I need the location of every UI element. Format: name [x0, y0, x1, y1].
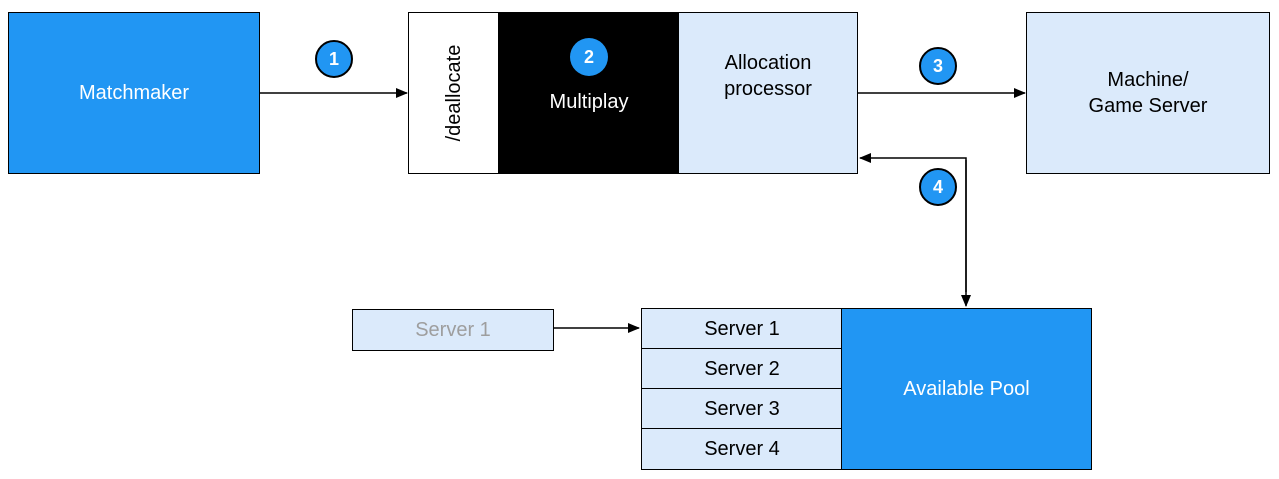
- incoming-server-box: Server 1: [352, 309, 554, 351]
- step-number: 4: [932, 176, 943, 197]
- pool-server-label: Server 1: [704, 318, 780, 340]
- pool-server-item: Server 1: [641, 308, 843, 350]
- allocation-processor-box: Allocation processor: [678, 12, 858, 174]
- deallocate-endpoint-box: /deallocate: [408, 12, 500, 174]
- step-badge-4: 4: [919, 168, 957, 206]
- machine-game-server-box: Machine/ Game Server: [1026, 12, 1270, 174]
- deallocate-label: /deallocate: [443, 44, 465, 142]
- pool-server-label: Server 3: [704, 398, 780, 420]
- pool-server-item: Server 3: [641, 388, 843, 430]
- pool-server-label: Server 2: [704, 358, 780, 380]
- matchmaker-label: Matchmaker: [78, 82, 190, 104]
- multiplay-label: Multiplay: [549, 91, 629, 113]
- step-number: 2: [583, 46, 594, 67]
- step-badge-1: 1: [315, 40, 353, 78]
- pool-server-item: Server 4: [641, 428, 843, 470]
- allocation-processor-label: Allocation processor: [724, 52, 812, 100]
- available-pool-box: Available Pool: [841, 308, 1092, 470]
- pool-server-label: Server 4: [704, 438, 780, 460]
- step-number: 3: [932, 55, 943, 76]
- step-badge-2: 2: [570, 38, 608, 76]
- incoming-server-label: Server 1: [415, 319, 491, 341]
- pool-server-item: Server 2: [641, 348, 843, 390]
- step-number: 1: [328, 48, 339, 69]
- available-pool-label: Available Pool: [903, 378, 1030, 400]
- multiplay-box: Multiplay: [498, 12, 680, 174]
- step-badge-3: 3: [919, 47, 957, 85]
- machine-game-server-label: Machine/ Game Server: [1088, 69, 1208, 117]
- matchmaker-box: Matchmaker: [8, 12, 260, 174]
